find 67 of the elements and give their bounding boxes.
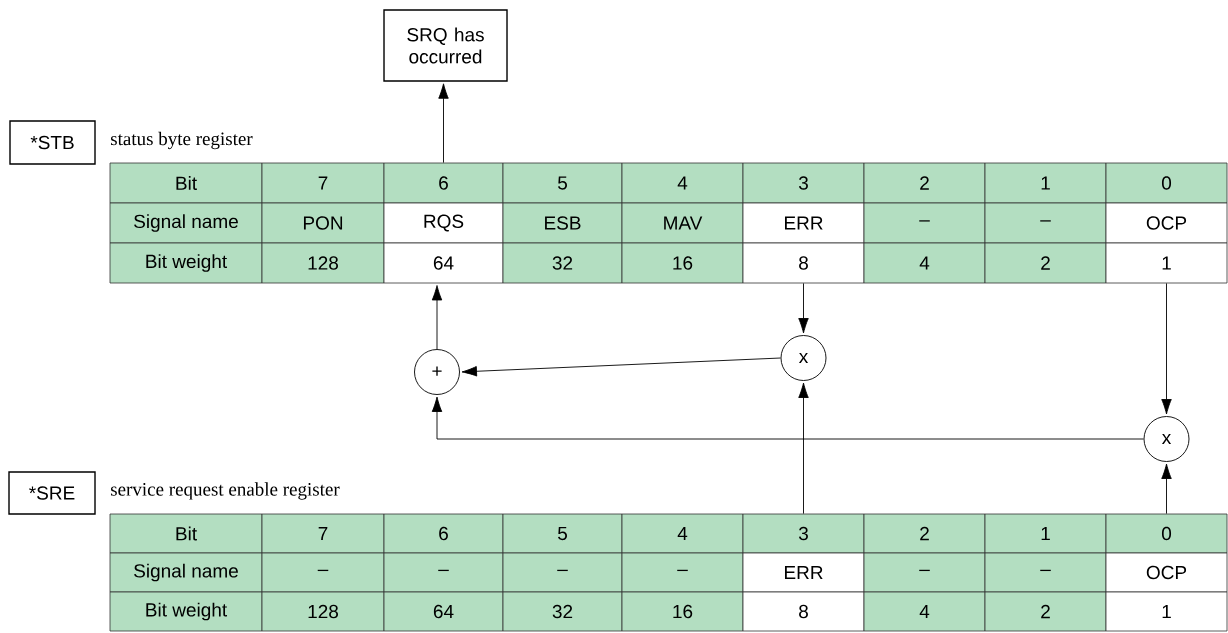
table-cell: 7 <box>261 513 385 554</box>
table-cell: 64 <box>383 242 504 284</box>
arrow <box>1161 463 1172 515</box>
arrow <box>461 357 781 377</box>
table-cell: OCP <box>1105 202 1228 244</box>
table-cell: 1 <box>1105 591 1228 632</box>
table-cell: 3 <box>742 162 865 204</box>
table-cell: 6 <box>383 513 504 554</box>
table-cell: ERR <box>742 202 865 244</box>
table-cell: Bit <box>109 513 263 554</box>
table-cell: – <box>984 202 1107 244</box>
table-cell: – <box>863 552 986 593</box>
table-cell: 5 <box>502 162 623 204</box>
table-cell: 64 <box>383 591 504 632</box>
table-cell: Bit <box>109 162 263 204</box>
register-caption: service request enable register <box>111 482 340 500</box>
table-cell: – <box>621 552 744 593</box>
table-cell: 128 <box>261 242 385 284</box>
table-cell: – <box>261 552 385 593</box>
table-cell: 2 <box>863 162 986 204</box>
table-cell: 1 <box>984 513 1107 554</box>
table-cell: PON <box>261 202 385 244</box>
table-cell: 1 <box>984 162 1107 204</box>
table-cell: MAV <box>621 202 744 244</box>
table-cell: 16 <box>621 591 744 632</box>
table-cell: 2 <box>984 242 1107 284</box>
table-cell: 16 <box>621 242 744 284</box>
table-cell: OCP <box>1105 552 1228 593</box>
table-cell: ESB <box>502 202 623 244</box>
table-cell: 0 <box>1105 162 1228 204</box>
table-cell: ERR <box>742 552 865 593</box>
table-cell: – <box>502 552 623 593</box>
arrow <box>798 282 809 334</box>
table-cell: – <box>863 202 986 244</box>
message-box: SRQ has occurred <box>383 9 508 82</box>
table-cell: 32 <box>502 591 623 632</box>
table-cell: 2 <box>863 513 986 554</box>
table-cell: RQS <box>383 202 504 244</box>
table-cell: 8 <box>742 242 865 284</box>
table-cell: 7 <box>261 162 385 204</box>
arrow <box>438 83 449 164</box>
table-cell: 4 <box>863 242 986 284</box>
table-cell: 1 <box>1105 242 1228 284</box>
table-cell: Bit weight <box>109 591 263 632</box>
arrow <box>431 396 1144 440</box>
table-cell: 4 <box>621 162 744 204</box>
table-cell: 8 <box>742 591 865 632</box>
table-cell: 0 <box>1105 513 1228 554</box>
register-caption: status byte register <box>111 131 253 150</box>
table-cell: – <box>984 552 1107 593</box>
arrow <box>798 382 809 515</box>
arrow <box>1161 282 1172 415</box>
arrow <box>431 285 443 350</box>
register-name-box: *STB <box>9 120 96 165</box>
table-cell: Signal name <box>109 552 263 593</box>
register-name-box: *SRE <box>8 471 96 515</box>
table-cell: 128 <box>261 591 385 632</box>
table-cell: 4 <box>621 513 744 554</box>
table-cell: 6 <box>383 162 504 204</box>
table-cell: 32 <box>502 242 623 284</box>
table-cell: Bit weight <box>109 242 263 284</box>
table-cell: 2 <box>984 591 1107 632</box>
table-cell: – <box>383 552 504 593</box>
table-cell: 5 <box>502 513 623 554</box>
table-cell: Signal name <box>109 202 263 244</box>
table-cell: 3 <box>742 513 865 554</box>
table-cell: 4 <box>863 591 986 632</box>
